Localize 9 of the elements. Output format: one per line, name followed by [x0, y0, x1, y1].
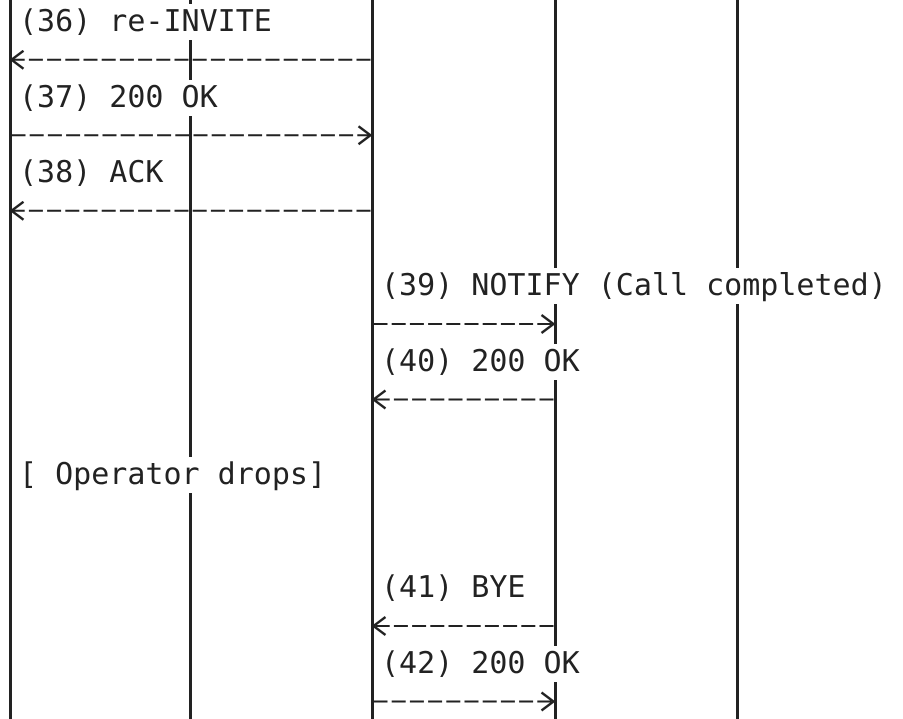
message-arrow	[10, 50, 370, 70]
lifeline	[370, 0, 374, 719]
message-arrow	[374, 691, 555, 712]
message-arrow	[374, 314, 555, 334]
message-arrow	[372, 389, 554, 410]
message-arrow	[12, 125, 372, 146]
lifeline	[8, 0, 12, 719]
message-arrow	[10, 200, 370, 221]
message-arrow	[372, 616, 554, 636]
